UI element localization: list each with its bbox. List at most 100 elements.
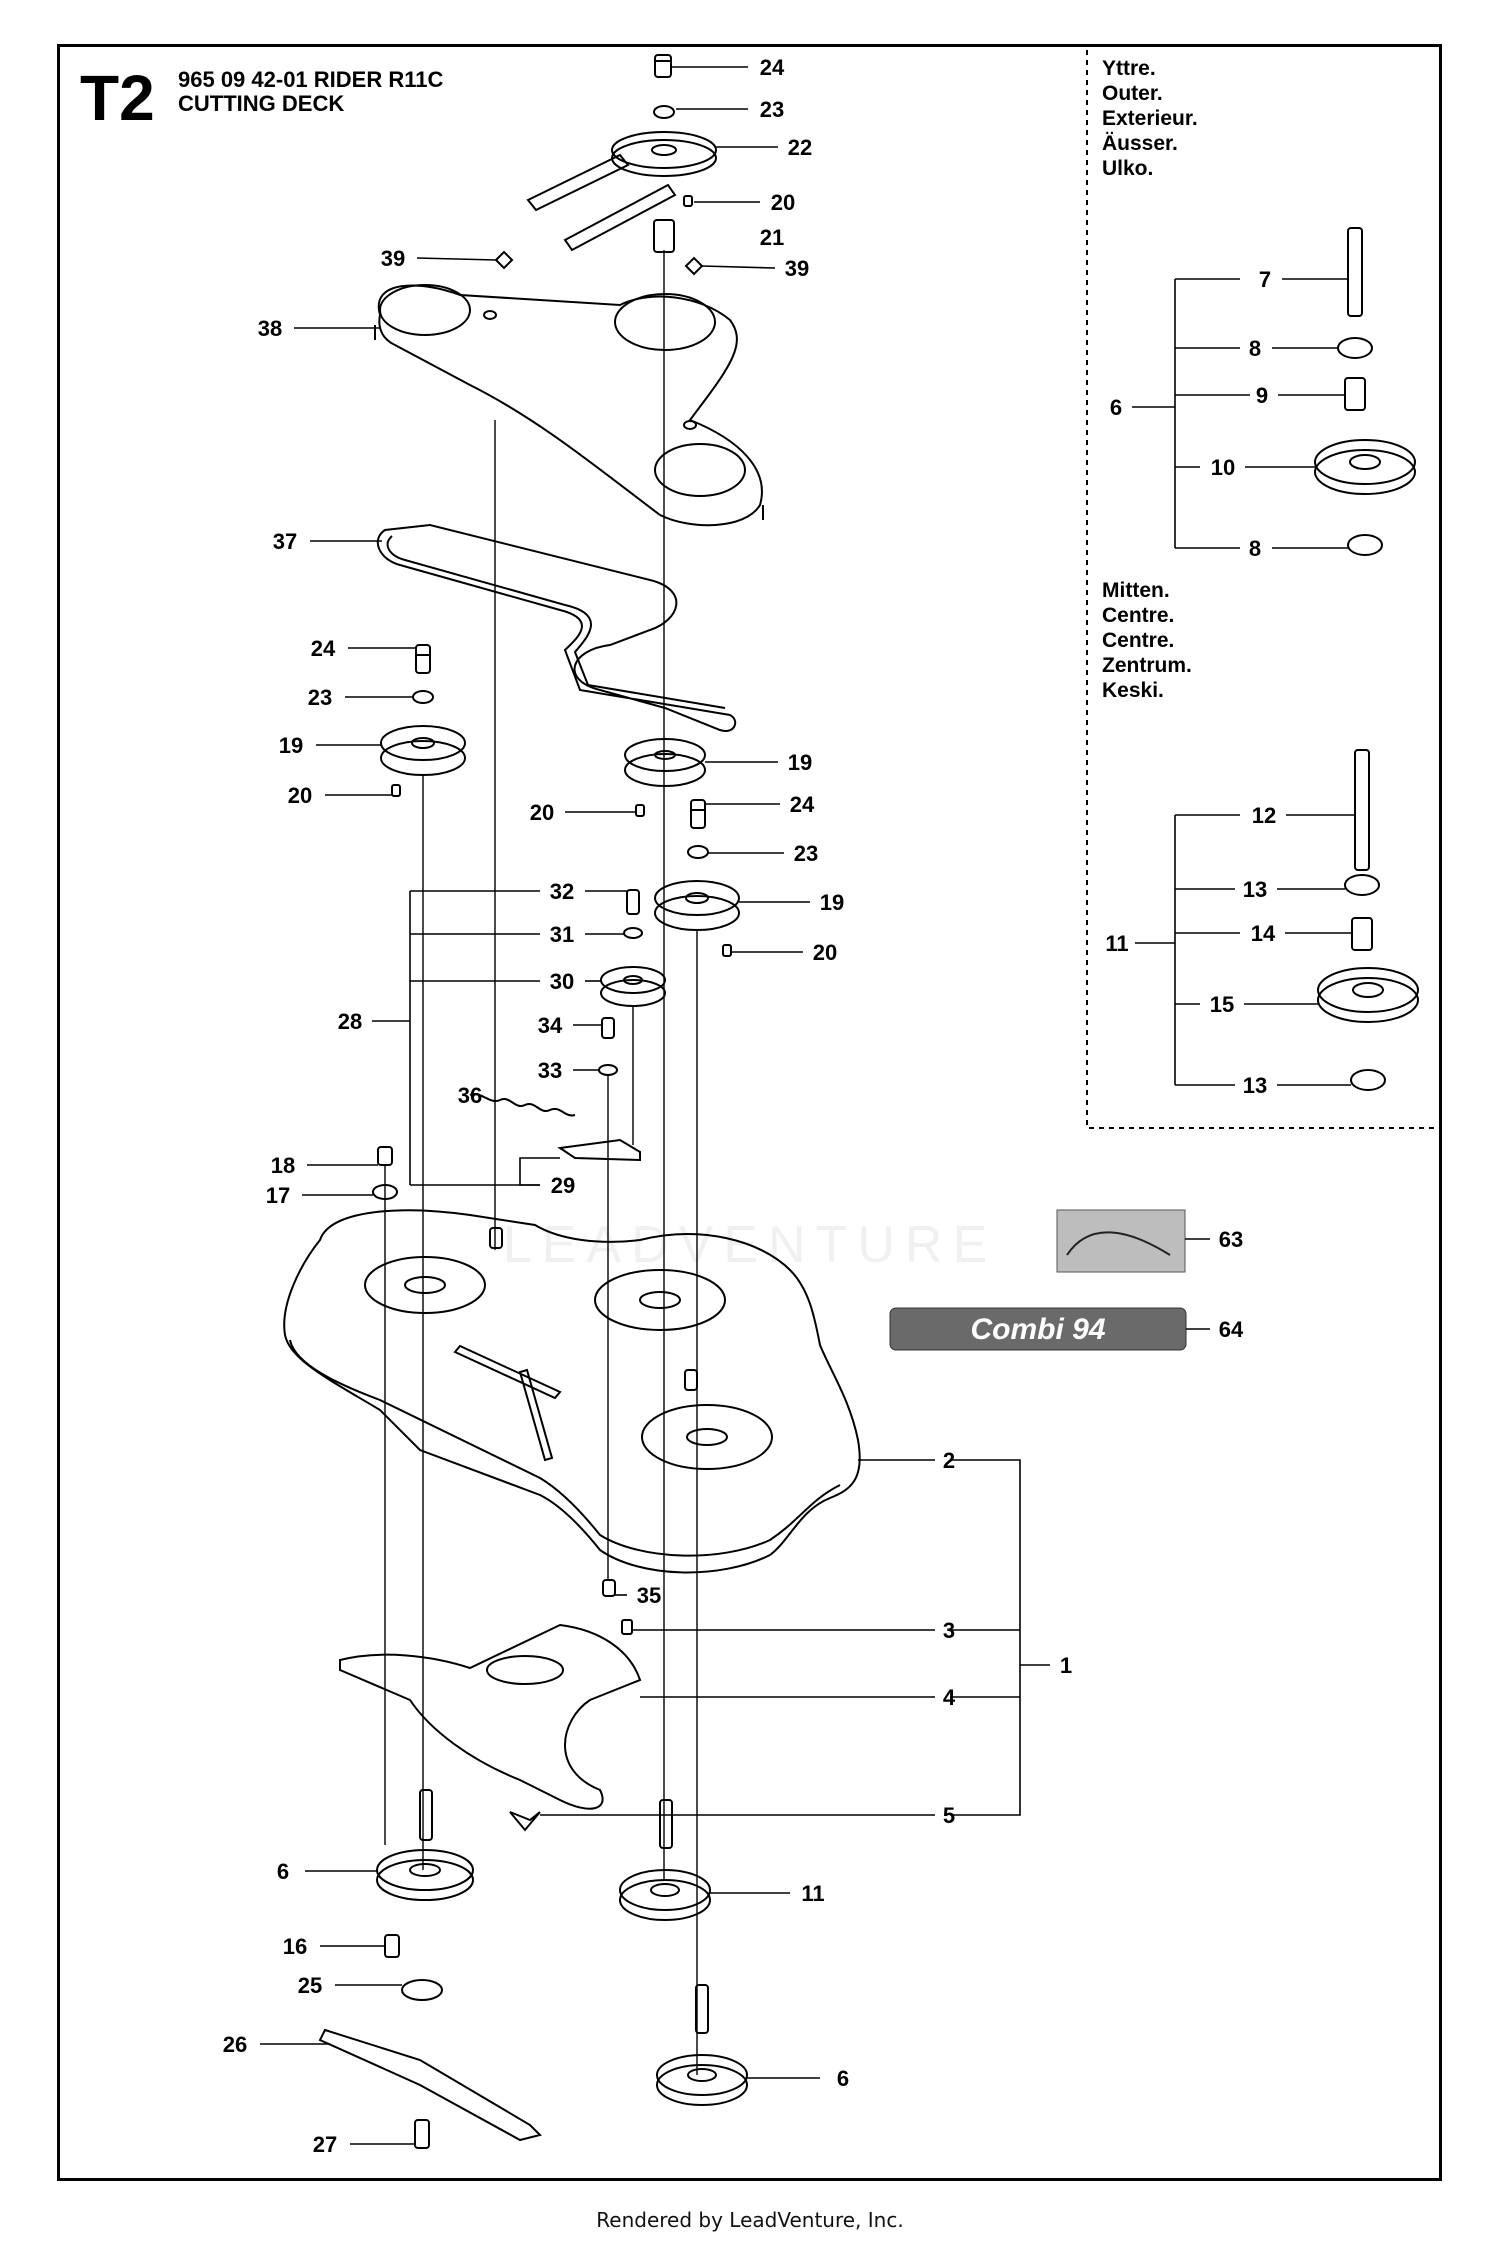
part-number-13: 13 xyxy=(1243,877,1267,902)
part-number-22: 22 xyxy=(788,135,812,160)
top-pulley-group xyxy=(526,54,717,253)
belt-part xyxy=(376,523,737,732)
right-pulley-group xyxy=(624,738,740,957)
outer-label: Exterieur. xyxy=(1102,107,1198,130)
deflector-part xyxy=(339,1579,642,1832)
part-number-39: 39 xyxy=(785,256,809,281)
part-number-20: 20 xyxy=(288,783,312,808)
spindle-left xyxy=(318,1789,542,2149)
washer-part xyxy=(653,105,675,119)
outer-spindle-assembly xyxy=(1314,227,1416,556)
inset-border xyxy=(1086,50,1440,1129)
center-label: Keski. xyxy=(1102,679,1164,702)
group-bracket xyxy=(950,1459,1021,1816)
part-number-34: 34 xyxy=(538,1013,563,1038)
part-number-6: 6 xyxy=(837,2066,849,2091)
leader-line xyxy=(416,257,497,261)
outer-label: Yttre. xyxy=(1102,57,1156,80)
part-number-20: 20 xyxy=(530,800,554,825)
part-number-38: 38 xyxy=(258,316,282,341)
outer-variant-labels: Yttre. Outer. Exterieur. Äusser. Ulko. xyxy=(1102,56,1198,181)
part-number-2: 2 xyxy=(943,1448,955,1473)
part-number-25: 25 xyxy=(298,1973,322,1998)
part-number-7: 7 xyxy=(1259,267,1271,292)
diagram-code: T2 xyxy=(80,62,155,134)
pulley-part xyxy=(611,131,717,169)
part-number-18: 18 xyxy=(271,1153,295,1178)
part-number-1: 1 xyxy=(1060,1653,1072,1678)
assembly-lines xyxy=(384,250,698,2075)
drawing xyxy=(283,54,1419,2149)
bolt-part xyxy=(384,1934,400,1958)
nut-part xyxy=(602,1579,616,1597)
part-number-39: 39 xyxy=(381,246,405,271)
part-number-29: 29 xyxy=(551,1173,575,1198)
belt-cover xyxy=(374,250,764,527)
sticker-part xyxy=(1056,1209,1186,1273)
leader-lines xyxy=(260,66,1355,2145)
part-number-24: 24 xyxy=(760,55,785,80)
cutting-deck xyxy=(283,1209,861,1574)
part-number-6: 6 xyxy=(277,1859,289,1884)
part-number-20: 20 xyxy=(813,940,837,965)
center-label: Centre. xyxy=(1102,629,1175,652)
part-number-32: 32 xyxy=(550,879,574,904)
part-number-13: 13 xyxy=(1243,1073,1267,1098)
spindle-right xyxy=(619,1799,748,2106)
outer-label: Outer. xyxy=(1102,82,1163,105)
part-number-10: 10 xyxy=(1211,455,1235,480)
part-number-26: 26 xyxy=(223,2032,247,2057)
outer-label: Ulko. xyxy=(1102,157,1154,180)
part-number-21: 21 xyxy=(760,225,784,250)
center-spindle-assembly xyxy=(1317,749,1419,1091)
part-number-64: 64 xyxy=(1219,1317,1244,1342)
part-number-36: 36 xyxy=(458,1083,482,1108)
diagram-frame xyxy=(57,44,1442,2181)
part-number-16: 16 xyxy=(283,1934,307,1959)
part-number-23: 23 xyxy=(794,841,818,866)
part-number-33: 33 xyxy=(538,1058,562,1083)
part-number-37: 37 xyxy=(273,529,297,554)
part-number-28: 28 xyxy=(338,1009,362,1034)
part-number-23: 23 xyxy=(308,685,332,710)
center-label: Mitten. xyxy=(1102,579,1170,602)
part-number-24: 24 xyxy=(311,636,336,661)
part-number-12: 12 xyxy=(1252,803,1276,828)
part-number-11: 11 xyxy=(1105,931,1128,956)
part-number-9: 9 xyxy=(1256,383,1268,408)
section-title: CUTTING DECK xyxy=(178,91,345,116)
footer-credit: Rendered by LeadVenture, Inc. xyxy=(596,2208,904,2232)
center-variant-labels: Mitten. Centre. Centre. Zentrum. Keski. xyxy=(1102,578,1192,703)
model-title: 965 09 42-01 RIDER R11C xyxy=(178,67,444,92)
idler-arm-part xyxy=(557,1138,641,1162)
part-number-6: 6 xyxy=(1110,395,1122,420)
leader-line xyxy=(701,265,776,269)
part-number-63: 63 xyxy=(1219,1227,1243,1252)
outer-label: Äusser. xyxy=(1102,132,1178,155)
part-number-31: 31 xyxy=(550,922,574,947)
key-part xyxy=(526,153,630,212)
spring-part xyxy=(469,1092,576,1117)
part-number-23: 23 xyxy=(760,97,784,122)
combi-badge: Combi 94 xyxy=(889,1307,1187,1351)
part-number-17: 17 xyxy=(266,1183,290,1208)
part-number-24: 24 xyxy=(790,792,815,817)
part-number-11: 11 xyxy=(801,1881,824,1906)
part-number-19: 19 xyxy=(788,750,812,775)
part-number-19: 19 xyxy=(279,733,303,758)
part-number-14: 14 xyxy=(1251,921,1276,946)
part-number-4: 4 xyxy=(943,1685,956,1710)
left-pulley-group xyxy=(380,644,466,797)
bolt-part xyxy=(654,54,672,78)
part-number-30: 30 xyxy=(550,969,574,994)
screw-part xyxy=(494,250,514,270)
part-number-27: 27 xyxy=(313,2132,337,2157)
part-number-8: 8 xyxy=(1249,536,1261,561)
part-number-5: 5 xyxy=(943,1803,955,1828)
part-number-8: 8 xyxy=(1249,336,1261,361)
center-label: Centre. xyxy=(1102,604,1175,627)
knob-part xyxy=(509,1811,541,1832)
part-number-15: 15 xyxy=(1210,992,1234,1017)
